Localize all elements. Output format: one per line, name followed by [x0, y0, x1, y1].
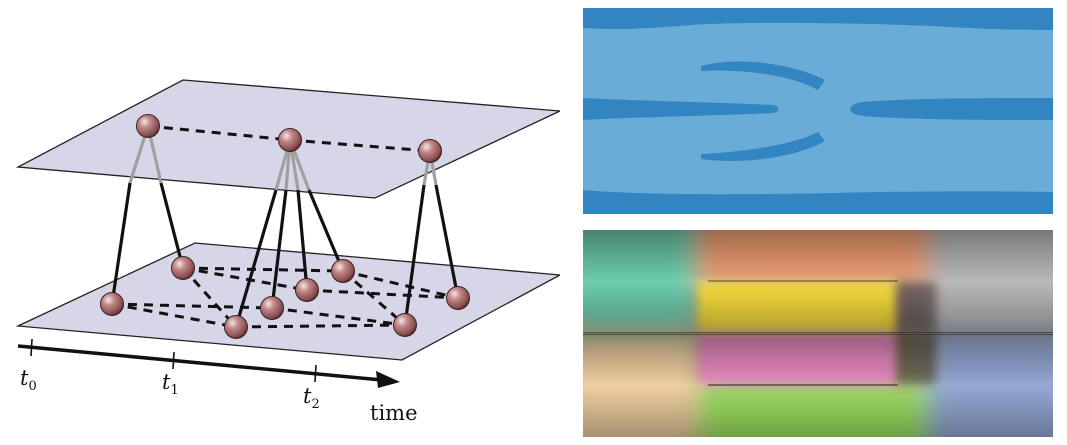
- node: [331, 259, 355, 283]
- tick-label-t1: t1: [162, 370, 179, 398]
- node: [393, 313, 417, 337]
- time-ticks: [30, 338, 317, 383]
- time-axis: [17, 344, 383, 382]
- node: [278, 128, 302, 152]
- node: [418, 139, 442, 163]
- tick-label-t2: t2: [303, 384, 320, 412]
- shade-lower: [583, 334, 1053, 437]
- node: [446, 286, 470, 310]
- upper-nodes: [136, 114, 442, 163]
- divider-middle: [583, 332, 1053, 335]
- shade-upper: [583, 230, 1053, 333]
- node: [100, 292, 124, 316]
- lower-edges: [111, 266, 459, 329]
- temporal-graph-diagram: t0 t1 t2 time: [15, 79, 560, 425]
- lower-plane: [15, 242, 560, 361]
- stream-band-right: [850, 98, 1053, 120]
- upper-edges: [147, 124, 431, 153]
- time-axis-arrowhead: [376, 371, 400, 388]
- node: [224, 315, 248, 339]
- stream-arc-lower: [701, 132, 825, 161]
- node: [260, 296, 284, 320]
- stream-band-left: [583, 98, 779, 120]
- stream-band-top: [583, 8, 1053, 30]
- node: [136, 114, 160, 138]
- stream-merge-split-panel: [583, 8, 1053, 214]
- node: [171, 256, 195, 280]
- lower-nodes: [100, 256, 470, 339]
- cross-edges-lower-segment: [110, 182, 460, 328]
- stream-band-bottom: [583, 190, 1053, 214]
- stream-arc-upper: [701, 61, 825, 90]
- color-blur-panel: [583, 230, 1053, 437]
- tick-label-t0: t0: [20, 366, 37, 394]
- time-axis-label: time: [370, 401, 418, 425]
- node: [295, 278, 319, 302]
